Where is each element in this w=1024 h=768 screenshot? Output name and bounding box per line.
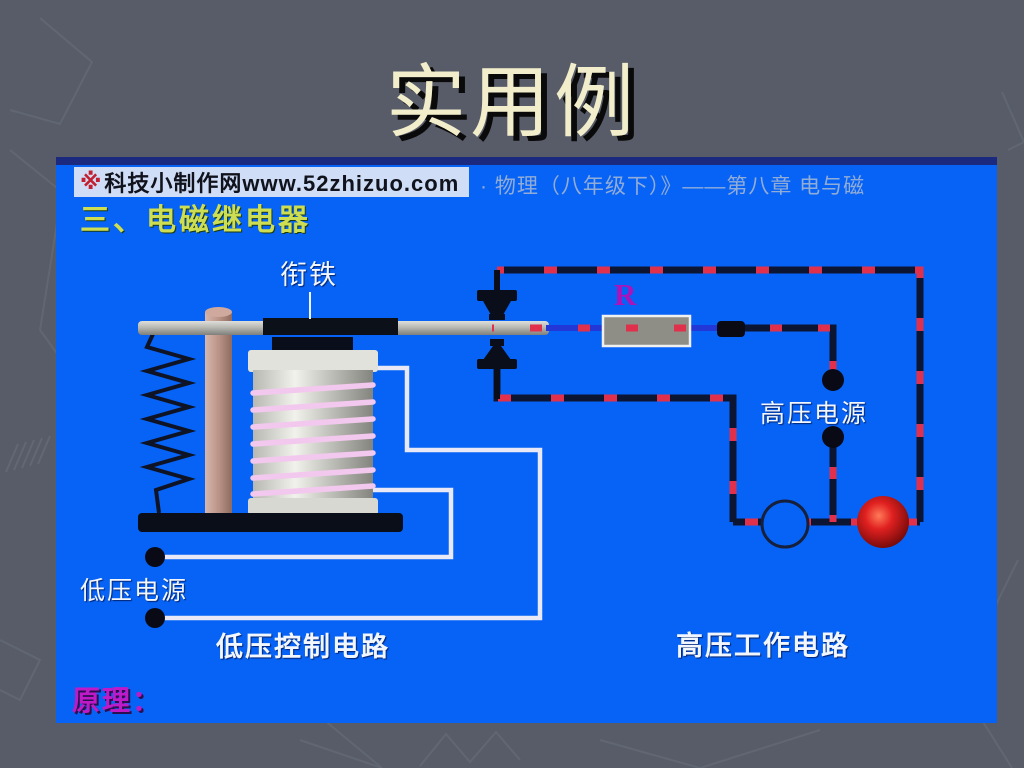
- base-plate: [138, 513, 403, 532]
- iron-core-post: [205, 312, 232, 517]
- lv-wire-lower: [160, 365, 543, 621]
- content-panel: ※ 科技小制作网www.52zhizuo.com · 物理（八年级下）》——第八…: [56, 157, 997, 723]
- indicator-bulb-icon: [857, 496, 909, 548]
- relay-mechanism: [138, 292, 549, 532]
- lv-battery-terminal-bottom: [145, 608, 165, 628]
- post-top: [205, 307, 232, 317]
- hv-wire-lower-contact: [493, 368, 737, 522]
- lv-battery-terminal-top: [145, 547, 165, 567]
- label-lv-circuit: 低压控制电路: [216, 632, 390, 662]
- hv-wire-to-battery: [744, 324, 837, 380]
- watermark-star-icon: ※: [80, 169, 103, 194]
- slide-title: 实用例: [386, 60, 638, 148]
- coil-bottom-flange: [248, 498, 378, 515]
- spring: [139, 333, 197, 514]
- section-title: 三、电磁继电器: [80, 204, 311, 237]
- label-armature: 衔铁: [280, 260, 338, 290]
- header-book-title: · 物理（八年级下）》——第八章 电与磁: [480, 175, 866, 198]
- connector-joint: [717, 321, 745, 337]
- load-circle: [760, 499, 810, 549]
- label-principle: 原理：: [72, 685, 163, 716]
- contact-upper: [477, 270, 517, 320]
- relay-circuit-diagram: [138, 266, 924, 628]
- hv-battery-terminal-bottom: [822, 426, 844, 448]
- watermark-text: 科技小制作网www.52zhizuo.com: [104, 171, 460, 196]
- panel-top-strip: [56, 157, 997, 165]
- contact-lower: [477, 339, 517, 399]
- watermark-banner: ※ 科技小制作网www.52zhizuo.com: [74, 167, 470, 197]
- coil-winding: [250, 382, 376, 497]
- label-lv-source: 低压电源: [80, 577, 189, 605]
- label-hv-circuit: 高压工作电路: [676, 631, 850, 661]
- label-resistor: R: [614, 277, 639, 312]
- hv-battery-terminal-top: [822, 369, 844, 391]
- lv-wire-upper: [160, 487, 454, 560]
- lv-wires: [160, 365, 543, 621]
- current-dashes: [492, 266, 924, 526]
- coil-top-flange: [248, 350, 378, 372]
- label-hv-source: 高压电源: [760, 400, 869, 428]
- armature: [263, 318, 398, 335]
